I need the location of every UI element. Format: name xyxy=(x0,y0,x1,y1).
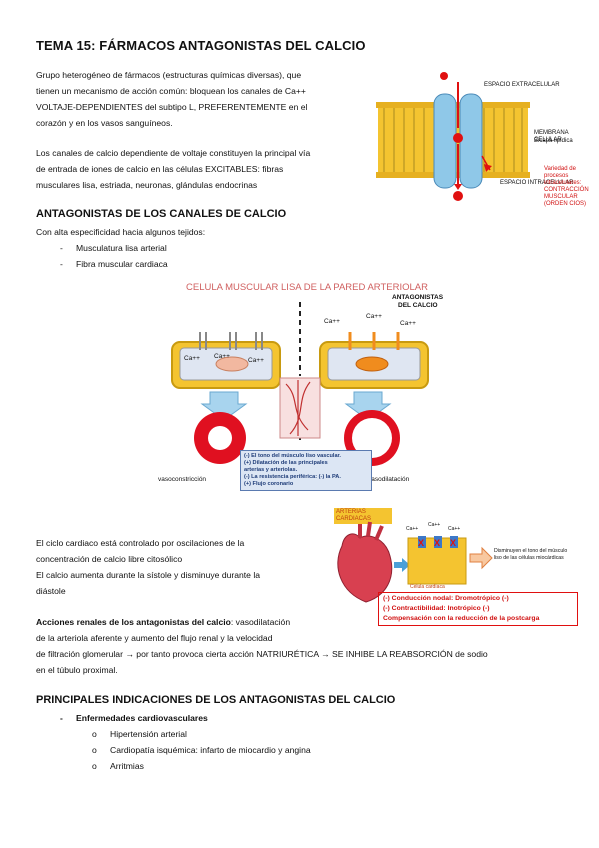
intracellular-label: ESPACIO INTRACELULAR xyxy=(500,180,574,186)
cardiac-figure: ARTERIAS CARDIACAS X X X Ca++ Ca++ Ca++ … xyxy=(330,506,590,628)
membrane-figure: ESPACIO EXTRACELULAR MEMBRANA CELULAR Bi… xyxy=(372,68,592,218)
vasoconstriction-label: vasoconstricción xyxy=(158,476,207,483)
intro-paragraph: Grupo heterogéneo de fármacos (estructur… xyxy=(36,67,366,131)
ca-label: Ca++ xyxy=(184,355,200,362)
section-heading-antagonists: ANTAGONISTAS DE LOS CANALES DE CALCIO xyxy=(36,208,287,220)
result-arrow xyxy=(469,546,493,570)
renal-paragraph: Acciones renales de los antagonistas del… xyxy=(36,617,488,675)
cardiac-result-text: Disminuyen el tono del músculo liso de l… xyxy=(494,548,568,561)
arteries-label: ARTERIAS CARDIACAS xyxy=(334,508,392,524)
cardiac-cell-label: Célula cardíaca xyxy=(410,584,445,590)
section-heading-indications: PRINCIPALES INDICACIONES DE LOS ANTAGONI… xyxy=(36,694,396,706)
channel-subunit-right xyxy=(459,93,483,189)
ca-label: Ca++ xyxy=(406,526,419,532)
arteriolar-figure: CELULA MUSCULAR LISA DE LA PARED ARTERIO… xyxy=(150,280,450,502)
cardiac-diagram: X X X xyxy=(337,521,493,603)
calcium-ion xyxy=(453,191,463,201)
ca-label: Ca++ xyxy=(428,522,441,528)
channels-paragraph: Los canales de calcio dependiente de vol… xyxy=(36,145,366,193)
intro-line: corazón y en los vasos sanguíneos. xyxy=(36,118,173,128)
membrane-note: Variedad de procesos intracelulares: CON… xyxy=(544,166,589,207)
cardiac-paragraph: El ciclo cardiaco está controlado por os… xyxy=(36,538,261,596)
svg-text:X: X xyxy=(434,538,440,548)
ca-label: Ca++ xyxy=(214,353,230,360)
renal-bold: Acciones renales de los antagonistas del… xyxy=(36,617,231,627)
ca-label: Ca++ xyxy=(248,357,264,364)
arteriolar-title: CELULA MUSCULAR LISA DE LA PARED ARTERIO… xyxy=(186,282,428,293)
bilayer-label: Bicapa lipídica xyxy=(534,138,573,144)
calcium-ion xyxy=(440,72,448,80)
channels-line: Los canales de calcio dependiente de vol… xyxy=(36,148,311,158)
membrane-label: MEMBRANA CELULAR xyxy=(534,130,569,143)
intro-line: VOLTAJE-DEPENDIENTES del subtipo L, PREF… xyxy=(36,102,308,112)
svg-text:X: X xyxy=(450,538,456,548)
vasodilation-label: vasodilatación xyxy=(368,476,410,483)
intro-line: tienen un mecanismo de acción común: blo… xyxy=(36,86,306,96)
ca-label: Ca++ xyxy=(366,313,382,320)
extracellular-label: ESPACIO EXTRACELULAR xyxy=(484,82,560,88)
ca-label: Ca++ xyxy=(324,318,340,325)
page-title: TEMA 15: FÁRMACOS ANTAGONISTAS DEL CALCI… xyxy=(36,38,366,53)
effects-box: (-) El tono del músculo liso vascular. (… xyxy=(240,450,372,491)
cardiac-effects-box: (-) Conducción nodal: Dromotrópico (-) (… xyxy=(378,592,578,626)
heart-shape xyxy=(337,533,393,603)
channel-subunit-left xyxy=(433,93,457,189)
antagonists-label: ANTAGONISTAS DEL CALCIO xyxy=(392,294,444,309)
section2-lead: Con alta especificidad hacia algunos tej… xyxy=(36,227,206,237)
ca-label: Ca++ xyxy=(400,320,416,327)
intro-line: Grupo heterogéneo de fármacos (estructur… xyxy=(36,70,302,80)
membrane-diagram xyxy=(376,72,530,201)
calcium-ion xyxy=(453,133,463,143)
channels-line: de entrada de iones de calcio en las cél… xyxy=(36,164,284,174)
down-arrow-left xyxy=(200,391,248,421)
svg-text:X: X xyxy=(418,538,424,548)
channels-line: musculares lisa, estriada, neuronas, glá… xyxy=(36,180,258,190)
ca-label: Ca++ xyxy=(448,526,461,532)
